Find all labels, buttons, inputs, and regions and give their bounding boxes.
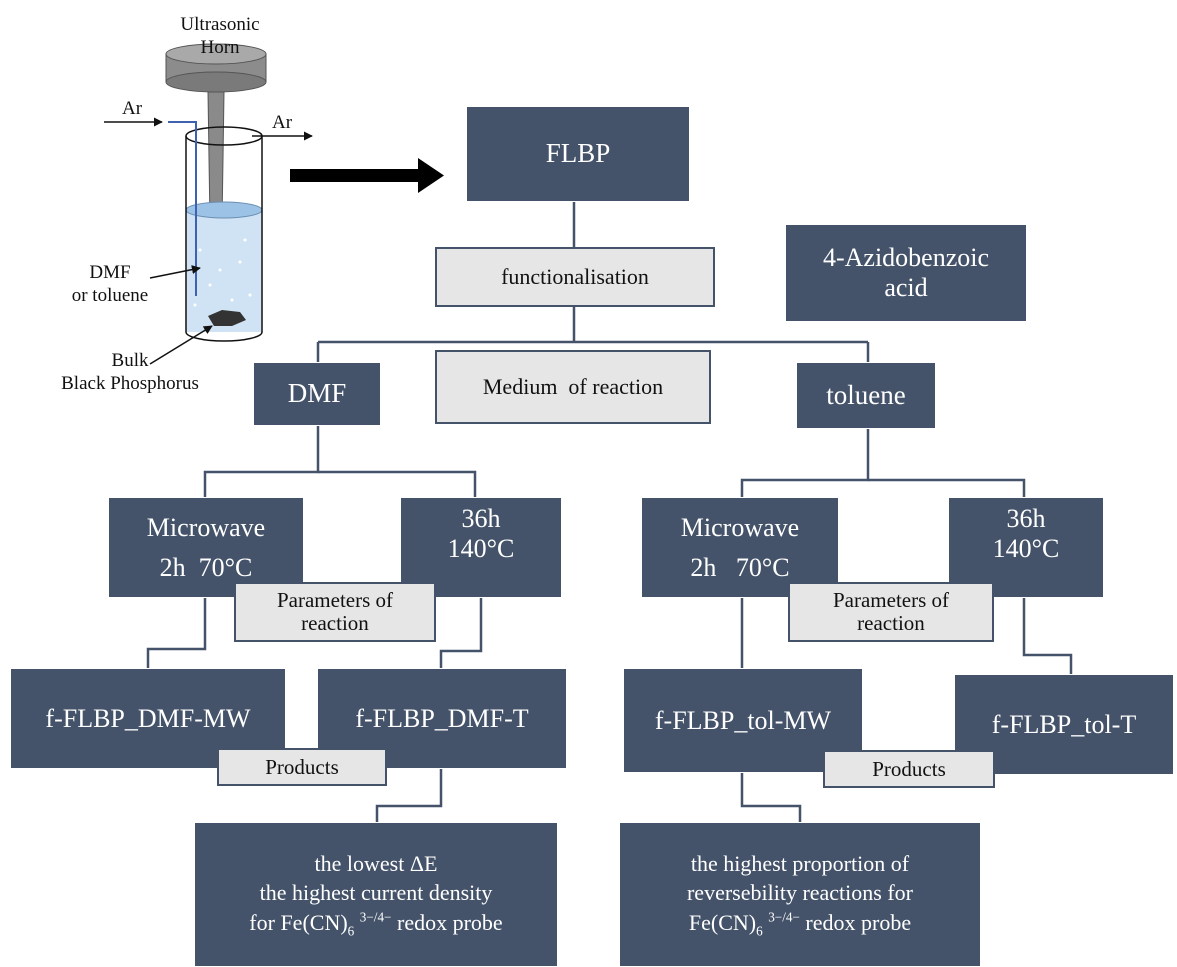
params-right-node: Parameters of reaction <box>788 582 994 642</box>
horn-label: Ultrasonic Horn <box>180 14 260 58</box>
dmf-thermal-temp: 140°C <box>447 533 515 563</box>
bulk-pointer-arrow <box>149 325 213 365</box>
product-tol-t-node: f-FLBP_tol-T <box>954 674 1174 775</box>
result-tol-node: the highest proportion of reversebility … <box>619 822 981 967</box>
flow-connectors <box>146 200 1073 822</box>
result-tol-line2: reversebility reactions for <box>686 880 913 906</box>
dmf-microwave-label: Microwave <box>146 512 266 542</box>
result-tol-line3: Fe(CN)6 3−/4− redox probe <box>688 909 912 939</box>
dmf-node: DMF <box>253 362 381 426</box>
medium-label: Medium of reaction <box>482 374 664 400</box>
params-left-node: Parameters of reaction <box>234 582 436 642</box>
dmf-label: DMF <box>287 378 347 409</box>
argon-lines <box>104 117 313 296</box>
argon-in-label: Ar <box>121 98 143 119</box>
toluene-label: toluene <box>826 379 906 410</box>
medium-node: Medium of reaction <box>435 350 711 424</box>
toluene-node: toluene <box>796 362 936 429</box>
dmf-thermal-node: 36h 140°C <box>400 497 562 598</box>
tol-thermal-temp: 140°C <box>992 533 1060 563</box>
result-dmf-line3: for Fe(CN)6 3−/4− redox probe <box>249 909 503 939</box>
bulk-bp-label: Bulk Black Phosphorus <box>61 350 199 394</box>
product-dmf-mw-node: f-FLBP_DMF-MW <box>10 668 286 769</box>
functionalisation-label: functionalisation <box>501 264 649 290</box>
tol-microwave-label: Microwave <box>680 512 800 542</box>
functionalisation-node: functionalisation <box>435 247 715 307</box>
process-arrow <box>290 158 444 193</box>
params-right-label: Parameters of reaction <box>832 587 950 635</box>
result-dmf-text: the lowest ΔE the highest current densit… <box>249 849 502 941</box>
result-dmf-line2: the highest current density <box>259 880 493 906</box>
tol-thermal-text: 36h 140°C <box>993 504 1060 564</box>
reagent-node: 4-Azidobenzoic acid <box>785 224 1027 322</box>
products-right-label: Products <box>872 756 946 781</box>
products-right-node: Products <box>823 750 995 788</box>
product-tol-mw-label: f-FLBP_tol-MW <box>654 705 832 735</box>
dmf-microwave-node: Microwave 2h 70°C <box>108 497 304 598</box>
product-tol-t-label: f-FLBP_tol-T <box>991 709 1137 739</box>
solvent-label: DMF or toluene <box>71 262 149 306</box>
dmf-thermal-time: 36h <box>461 504 501 533</box>
product-dmf-t-node: f-FLBP_DMF-T <box>317 668 567 769</box>
glass-cylinder-icon <box>185 126 263 342</box>
dmf-microwave-text: Microwave 2h 70°C <box>147 513 265 583</box>
result-tol-text: the highest proportion of reversebility … <box>687 849 913 941</box>
dmf-thermal-text: 36h 140°C <box>448 504 515 564</box>
reagent-label: 4-Azidobenzoic acid <box>822 243 990 302</box>
argon-out-label: Ar <box>271 112 293 133</box>
tol-thermal-time: 36h <box>1006 504 1046 533</box>
result-dmf-line1: the lowest ΔE <box>314 850 438 876</box>
result-dmf-node: the lowest ΔE the highest current densit… <box>194 822 558 967</box>
product-dmf-t-label: f-FLBP_DMF-T <box>355 703 529 733</box>
tol-microwave-conditions: 2h 70°C <box>690 552 790 582</box>
tol-microwave-node: Microwave 2h 70°C <box>641 497 839 598</box>
products-left-node: Products <box>217 748 387 786</box>
result-tol-line1: the highest proportion of <box>690 850 910 876</box>
bulk-black-phosphorus-icon <box>208 310 246 326</box>
solvent-pointer-arrow <box>149 265 201 279</box>
tol-thermal-node: 36h 140°C <box>948 497 1104 598</box>
product-dmf-mw-label: f-FLBP_DMF-MW <box>45 703 251 733</box>
flbp-label: FLBP <box>545 138 611 169</box>
ultrasonic-apparatus <box>104 43 313 365</box>
products-left-label: Products <box>265 754 339 779</box>
dmf-microwave-conditions: 2h 70°C <box>159 552 253 582</box>
flbp-node: FLBP <box>466 106 690 202</box>
params-left-label: Parameters of reaction <box>276 587 394 635</box>
tol-microwave-text: Microwave 2h 70°C <box>681 513 799 583</box>
